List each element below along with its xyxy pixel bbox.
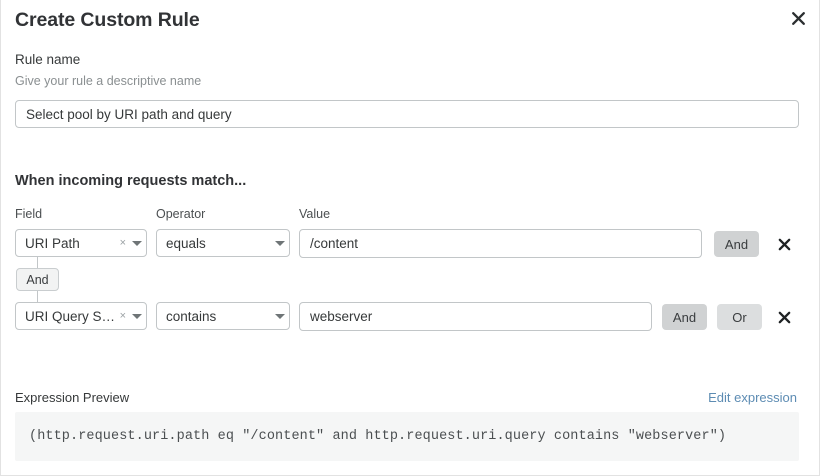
field-select-row-1[interactable]: URI Path × [15,229,147,257]
page-title: Create Custom Rule [15,9,200,31]
remove-condition-row-1-icon[interactable] [775,235,793,253]
expression-preview-label: Expression Preview [15,390,130,405]
field-select-row-2-value: URI Query St... [25,308,116,324]
expression-preview-code: (http.request.uri.path eq "/content" and… [29,429,727,444]
chevron-down-icon [128,240,146,246]
or-button-row-2[interactable]: Or [717,304,762,330]
value-input-row-1[interactable] [299,229,702,258]
match-section-heading: When incoming requests match... [15,173,247,189]
column-header-operator: Operator [156,207,206,221]
and-button-row-2[interactable]: And [662,304,707,330]
operator-select-row-2-value: contains [166,308,217,324]
value-input-row-2[interactable] [299,302,652,331]
column-header-field: Field [15,207,43,221]
rule-name-input[interactable] [15,100,799,128]
operator-select-row-2[interactable]: contains [156,302,290,330]
remove-condition-row-2-icon[interactable] [775,308,793,326]
clear-field-icon[interactable]: × [119,236,126,249]
column-header-value: Value [299,207,331,221]
rule-name-help-text: Give your rule a descriptive name [15,74,202,88]
expression-preview-box: (http.request.uri.path eq "/content" and… [15,412,799,461]
edit-expression-link[interactable]: Edit expression [708,390,797,405]
clear-field-icon[interactable]: × [119,309,126,322]
chevron-down-icon [271,313,289,319]
group-connector-and-badge[interactable]: And [16,268,59,291]
field-select-row-2[interactable]: URI Query St... × [15,302,147,330]
chevron-down-icon [271,240,289,246]
close-icon[interactable] [786,6,810,30]
chevron-down-icon [128,313,146,319]
and-button-row-1[interactable]: And [714,231,759,257]
connector-line-top [37,257,38,269]
rule-name-label: Rule name [15,52,81,67]
operator-select-row-1-value: equals [166,235,206,251]
operator-select-row-1[interactable]: equals [156,229,290,257]
connector-line-bottom [37,291,38,302]
field-select-row-1-value: URI Path [25,235,80,251]
